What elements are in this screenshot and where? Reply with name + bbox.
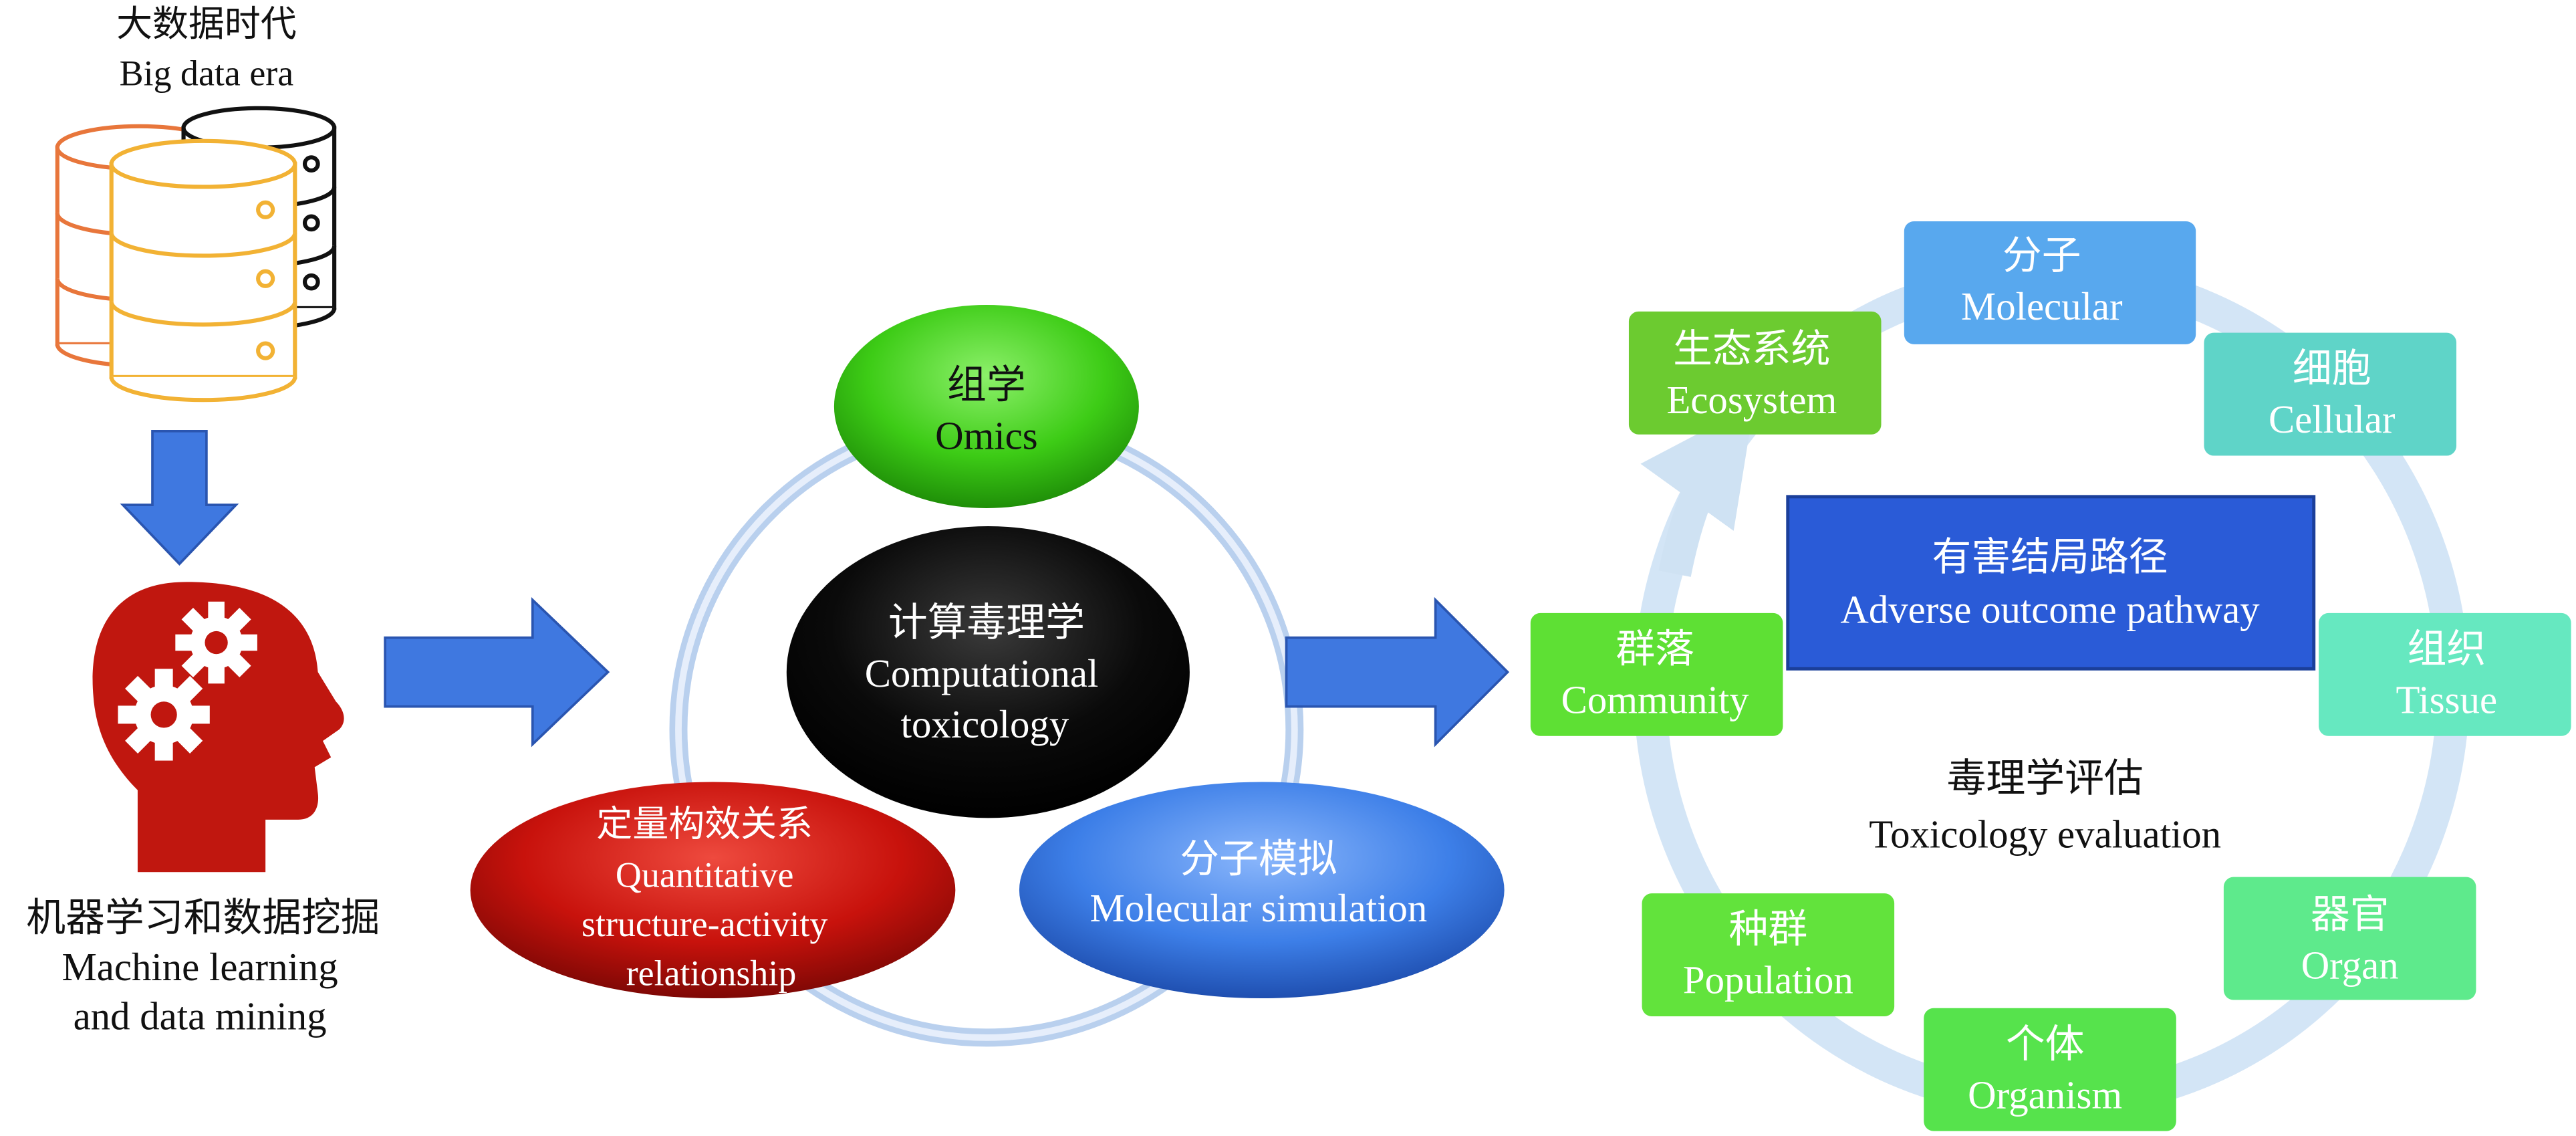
qsar-label-en-3: relationship <box>626 953 797 993</box>
stage-ecosystem: 生态系统 Ecosystem <box>1628 311 1882 435</box>
qsar-node: 定量构效关系 Quantitative structure-activity r… <box>470 782 956 999</box>
qsar-label-en-1: Quantitative <box>616 855 794 895</box>
qsar-label-cn: 定量构效关系 <box>596 804 813 844</box>
center-label-en-2: toxicology <box>901 703 1069 746</box>
center-node: 计算毒理学 Computational toxicology <box>786 526 1190 818</box>
ecosystem-label-cn: 生态系统 <box>1673 328 1830 371</box>
middle-section: 组学 Omics 定量构效关系 Quantitative structure-a… <box>470 305 1505 1047</box>
down-arrow-icon <box>120 429 239 566</box>
molsim-label-en: Molecular simulation <box>1089 887 1427 930</box>
tissue-label-en: Tissue <box>2396 678 2498 721</box>
stage-community: 群落 Community <box>1530 612 1783 736</box>
eval-label-en: Toxicology evaluation <box>1869 813 2221 857</box>
database-stack-icon <box>55 106 337 403</box>
right-arrow-icon <box>1285 596 1510 748</box>
molsim-node: 分子模拟 Molecular simulation <box>1019 782 1505 999</box>
community-label-en: Community <box>1561 678 1750 721</box>
organism-label-en: Organism <box>1968 1073 2122 1117</box>
cycle-arrow-icon <box>1640 404 1755 577</box>
stage-organism: 个体 Organism <box>1924 1008 2176 1131</box>
stage-cellular: 细胞 Cellular <box>2204 332 2457 456</box>
left-section: 大数据时代 Big data era <box>26 4 380 1038</box>
organ-label-cn: 器官 <box>2311 893 2390 937</box>
stage-molecular: 分子 Molecular <box>1904 221 2196 344</box>
stage-population: 种群 Population <box>1642 893 1895 1017</box>
stage-tissue: 组织 Tissue <box>2319 612 2571 736</box>
eval-label-cn: 毒理学评估 <box>1947 757 2144 800</box>
center-label-cn: 计算毒理学 <box>888 601 1085 645</box>
molsim-label-cn: 分子模拟 <box>1180 837 1337 881</box>
organism-label-cn: 个体 <box>2006 1022 2085 1066</box>
population-label-en: Population <box>1683 959 1853 1002</box>
stage-organ: 器官 Organ <box>2223 877 2476 1000</box>
population-label-cn: 种群 <box>1729 908 1808 951</box>
ecosystem-label-en: Ecosystem <box>1666 378 1837 422</box>
ml-label-cn: 机器学习和数据挖掘 <box>26 897 380 940</box>
cellular-label-en: Cellular <box>2269 398 2396 441</box>
qsar-label-en-2: structure-activity <box>582 904 827 944</box>
head-gears-icon <box>92 582 344 873</box>
right-arrow-icon <box>384 597 610 748</box>
aop-label-cn: 有害结局路径 <box>1932 536 2168 579</box>
community-label-cn: 群落 <box>1616 627 1694 671</box>
omics-label-cn: 组学 <box>947 364 1026 407</box>
organ-label-en: Organ <box>2301 944 2399 988</box>
center-label-en-1: Computational <box>865 652 1099 695</box>
aop-label-en: Adverse outcome pathway <box>1840 588 2260 632</box>
big-data-label-cn: 大数据时代 <box>116 4 297 44</box>
omics-label-en: Omics <box>935 415 1038 458</box>
aop-box: 有害结局路径 Adverse outcome pathway <box>1786 495 2316 671</box>
cellular-label-cn: 细胞 <box>2293 347 2371 390</box>
molecular-label-cn: 分子 <box>2003 234 2081 277</box>
ml-label-en-2: and data mining <box>74 995 327 1038</box>
ml-label-en-1: Machine learning <box>61 945 338 989</box>
tissue-label-cn: 组织 <box>2407 627 2486 671</box>
big-data-label-en: Big data era <box>120 53 294 93</box>
right-section: 有害结局路径 Adverse outcome pathway 毒理学评估 Tox… <box>1530 221 2571 1131</box>
molecular-label-en: Molecular <box>1961 285 2123 328</box>
omics-node: 组学 Omics <box>833 305 1139 509</box>
